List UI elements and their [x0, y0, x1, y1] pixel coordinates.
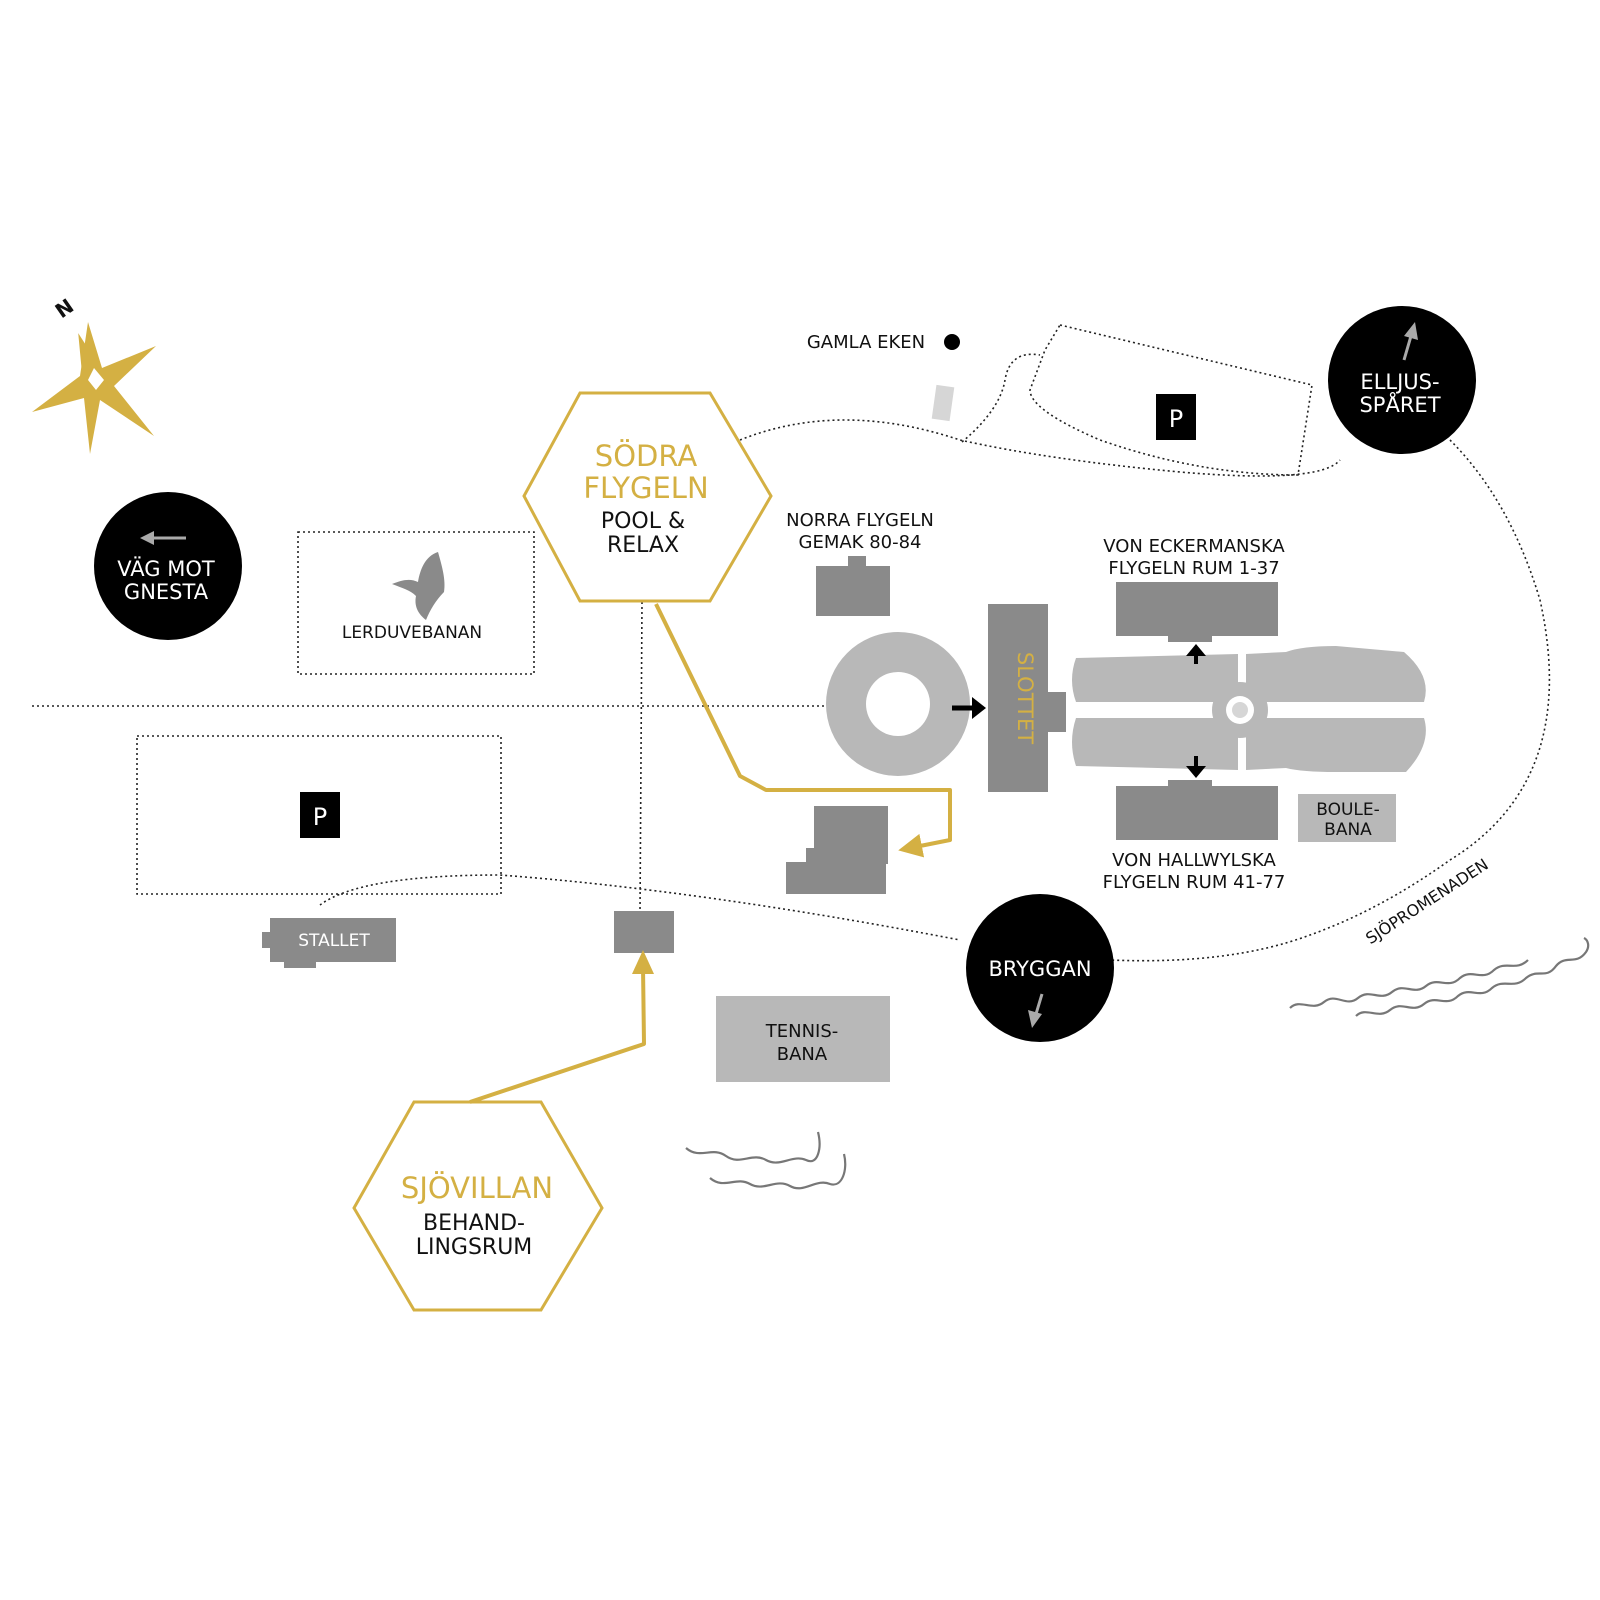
boulebana-label-2: BANA	[1324, 820, 1372, 840]
central-path	[639, 601, 643, 913]
bryggan-marker[interactable]: BRYGGAN	[966, 894, 1114, 1042]
parking-sign-west[interactable]: P	[300, 792, 340, 838]
vag-mot-gnesta-marker[interactable]: VÄG MOT GNESTA	[94, 492, 242, 640]
tennisbana[interactable]: TENNIS- BANA	[716, 996, 890, 1082]
elljusparet-marker[interactable]: ELLJUS- SPÅRET	[1328, 306, 1476, 454]
arrow-icon	[1402, 322, 1418, 361]
sjovillan-title: SJÖVILLAN	[401, 1171, 553, 1205]
lerduvebanan-area	[297, 531, 535, 675]
route-sodra-flygeln	[654, 603, 952, 858]
arrow-icon	[952, 697, 986, 719]
dotted-paths	[32, 324, 1551, 962]
north-road	[739, 419, 1341, 477]
sjovillan-subtitle-2: LINGSRUM	[416, 1235, 533, 1260]
elljusparet-line2: SPÅRET	[1359, 391, 1440, 417]
von-eckermanska-label-2: FLYGELN RUM 1-37	[1108, 558, 1279, 579]
tennisbana-label-2: BANA	[777, 1044, 828, 1065]
north-parking-outline	[1029, 324, 1313, 476]
arrow-icon	[1028, 993, 1044, 1028]
norra-flygeln-label-1: NORRA FLYGELN	[786, 510, 934, 531]
sodra-flygeln-title-1: SÖDRA	[595, 439, 698, 473]
sjovillan-subtitle-1: BEHAND-	[423, 1211, 525, 1236]
sjovillan-hexagon[interactable]: SJÖVILLAN BEHAND- LINGSRUM	[352, 1100, 604, 1312]
small-pavilion	[931, 384, 955, 422]
vag-mot-gnesta-line2: GNESTA	[124, 580, 209, 604]
boulebana[interactable]: BOULE- BANA	[1298, 794, 1396, 842]
compass-north-label: N	[51, 294, 78, 323]
sjopromenaden-label: SJÖPROMENADEN	[1362, 855, 1491, 948]
parking-label-north: P	[1169, 405, 1183, 433]
east-path	[1109, 439, 1551, 962]
route-sjovillan	[469, 965, 646, 1104]
gamla-eken-marker[interactable]	[944, 334, 960, 350]
annex-building	[786, 806, 888, 894]
slottet-building[interactable]: SLOTTET	[988, 604, 1066, 792]
vag-mot-gnesta-line1: VÄG MOT	[117, 556, 215, 581]
sodra-flygeln-hexagon[interactable]: SÖDRA FLYGELN POOL & RELAX	[522, 391, 773, 603]
tennisbana-label-1: TENNIS-	[765, 1021, 839, 1042]
south-path	[319, 874, 961, 941]
castle-roundabout	[826, 632, 970, 776]
fountain-center	[1232, 702, 1248, 718]
gamla-eken-label: GAMLA EKEN	[807, 332, 925, 353]
boulebana-label-1: BOULE-	[1316, 800, 1380, 820]
norra-flygeln-building[interactable]	[816, 556, 890, 616]
stallet-building[interactable]: STALLET	[262, 918, 396, 968]
sodra-flygeln-title-2: FLYGELN	[583, 471, 708, 505]
arrow-icon	[140, 531, 186, 545]
von-eckermanska-building[interactable]	[1116, 582, 1278, 642]
stallet-label: STALLET	[298, 931, 370, 951]
parking-area-west	[136, 735, 502, 895]
route-sjovillan-arrowhead	[632, 950, 654, 974]
sodra-flygeln-subtitle-1: POOL &	[601, 509, 685, 534]
bryggan-label: BRYGGAN	[988, 957, 1091, 981]
arrow-icon	[1186, 644, 1206, 664]
waves-icon	[1289, 937, 1590, 1017]
lerduvebanan-label: LERDUVEBANAN	[342, 623, 482, 643]
dove-icon	[392, 552, 445, 620]
sjovillan-entrance-building	[614, 911, 674, 953]
sodra-flygeln-subtitle-2: RELAX	[607, 533, 679, 558]
arrow-icon	[1186, 756, 1206, 778]
von-eckermanska-label-1: VON ECKERMANSKA	[1103, 536, 1285, 557]
waves-icon	[685, 1131, 847, 1190]
von-hallwylska-label-2: FLYGELN RUM 41-77	[1103, 872, 1286, 893]
slottet-label: SLOTTET	[1013, 652, 1037, 744]
north-parking-loop	[961, 353, 1041, 443]
norra-flygeln-label-2: GEMAK 80-84	[799, 532, 922, 553]
von-hallwylska-label-1: VON HALLWYLSKA	[1112, 850, 1276, 871]
compass-star-icon	[32, 322, 156, 454]
parking-sign-north[interactable]: P	[1156, 394, 1196, 440]
parking-label-west: P	[313, 803, 327, 831]
elljusparet-line1: ELLJUS-	[1360, 370, 1439, 394]
von-hallwylska-building[interactable]	[1116, 780, 1278, 840]
